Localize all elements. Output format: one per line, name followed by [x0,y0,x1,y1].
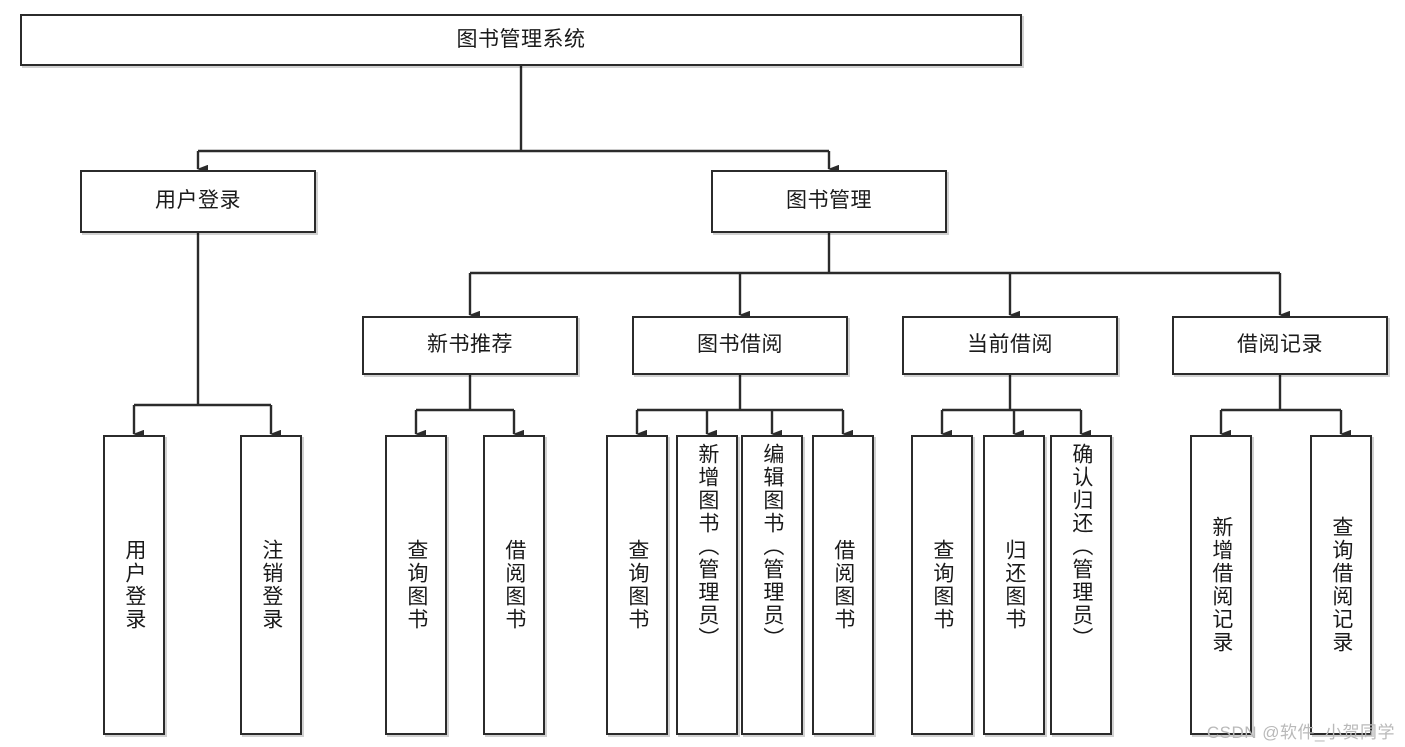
leaf-return-book-label: 归还图书 [1002,539,1026,631]
leaf-query-book-3-label: 查询图书 [930,539,954,631]
leaf-borrow-book-1-label: 借阅图书 [502,539,526,631]
node-borrow-record-label: 借阅记录 [1237,333,1323,357]
node-new-book-rec[interactable]: 新书推荐 [362,316,578,375]
leaf-query-record-label: 查询借阅记录 [1329,516,1353,654]
node-user-login-label: 用户登录 [155,189,241,213]
leaf-add-book[interactable]: 新增图书（管理员） [676,435,738,735]
leaf-borrow-book-1[interactable]: 借阅图书 [483,435,545,735]
node-book-borrow[interactable]: 图书借阅 [632,316,848,375]
leaf-query-book-2-label: 查询图书 [625,539,649,631]
leaf-user-login[interactable]: 用户登录 [103,435,165,735]
leaf-query-book-3[interactable]: 查询图书 [911,435,973,735]
leaf-user-login-label: 用户登录 [122,539,146,631]
leaf-borrow-book-2[interactable]: 借阅图书 [812,435,874,735]
node-borrow-record[interactable]: 借阅记录 [1172,316,1388,375]
node-root[interactable]: 图书管理系统 [20,14,1022,66]
leaf-borrow-book-2-label: 借阅图书 [831,539,855,631]
leaf-confirm-return-label: 确认归还（管理员） [1069,443,1093,650]
node-current-borrow[interactable]: 当前借阅 [902,316,1118,375]
leaf-add-book-label: 新增图书（管理员） [695,443,719,650]
leaf-add-record[interactable]: 新增借阅记录 [1190,435,1252,735]
node-current-borrow-label: 当前借阅 [967,333,1053,357]
connector-group [132,66,1351,439]
leaf-query-book-2[interactable]: 查询图书 [606,435,668,735]
node-new-book-rec-label: 新书推荐 [427,333,513,357]
leaf-edit-book-label: 编辑图书（管理员） [760,443,784,650]
node-user-login[interactable]: 用户登录 [80,170,316,233]
node-book-manage-label: 图书管理 [786,189,872,213]
leaf-query-book-1[interactable]: 查询图书 [385,435,447,735]
node-root-label: 图书管理系统 [456,27,586,51]
leaf-confirm-return[interactable]: 确认归还（管理员） [1050,435,1112,735]
leaf-query-record[interactable]: 查询借阅记录 [1310,435,1372,735]
leaf-return-book[interactable]: 归还图书 [983,435,1045,735]
leaf-logout[interactable]: 注销登录 [240,435,302,735]
leaf-edit-book[interactable]: 编辑图书（管理员） [741,435,803,735]
node-book-manage[interactable]: 图书管理 [711,170,947,233]
node-book-borrow-label: 图书借阅 [697,333,783,357]
leaf-logout-label: 注销登录 [259,539,283,631]
leaf-query-book-1-label: 查询图书 [404,539,428,631]
leaf-add-record-label: 新增借阅记录 [1209,516,1233,654]
